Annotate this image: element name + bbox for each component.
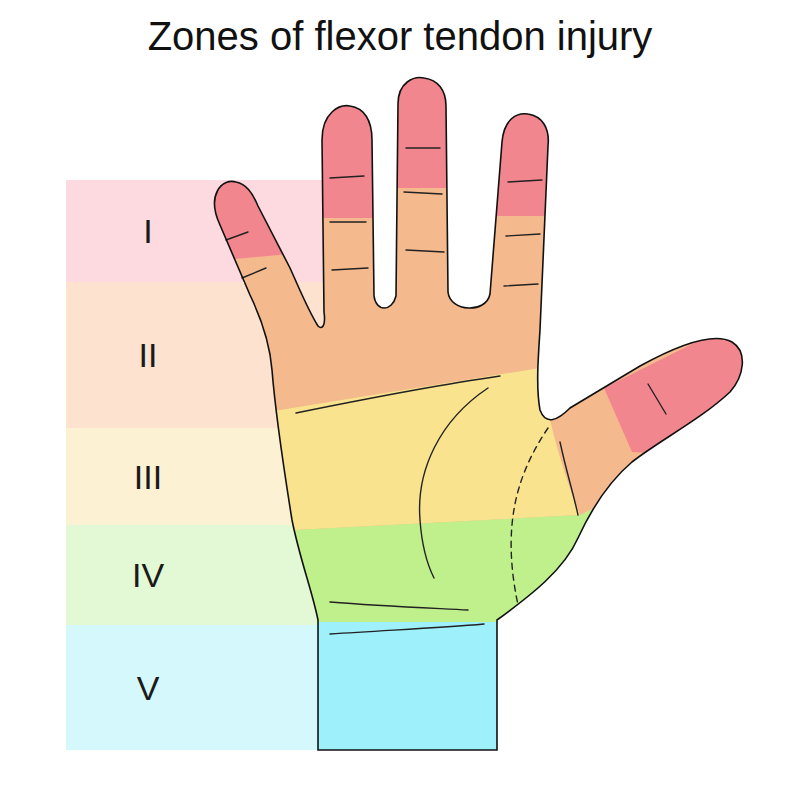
zone-band: IV (66, 525, 288, 625)
zone-band: I (66, 180, 212, 282)
zone-band: V (66, 625, 316, 750)
zone-band: III (66, 428, 274, 525)
zone-band: II (66, 282, 244, 428)
title: Zones of flexor tendon injury (0, 14, 800, 59)
zone-numeral: III (134, 460, 162, 494)
zone-numeral: IV (132, 558, 164, 592)
zone-numeral: II (139, 338, 158, 372)
hand-creases (226, 148, 666, 634)
zone-numeral: I (143, 214, 152, 248)
zone-numeral: V (137, 671, 160, 705)
